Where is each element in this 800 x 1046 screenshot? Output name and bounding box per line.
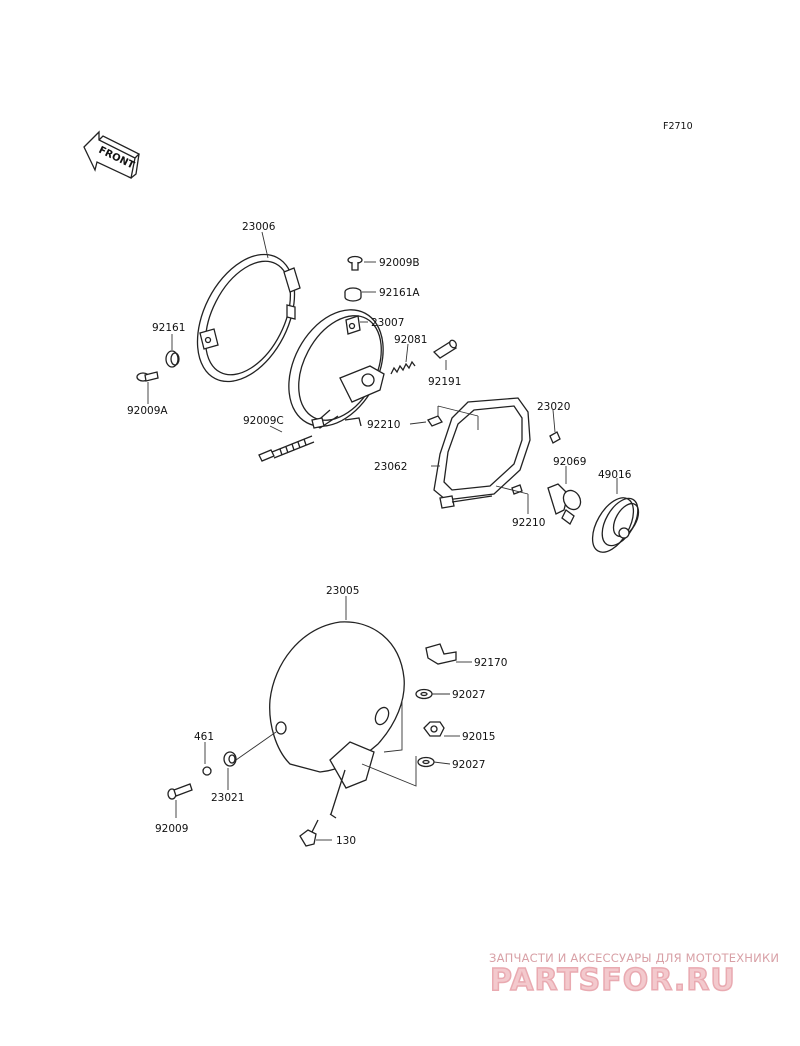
headlight-rim-23006 [196, 253, 301, 383]
label-92009: 92009 [155, 823, 188, 835]
label-92161A: 92161A [379, 287, 420, 299]
label-23062: 23062 [374, 461, 407, 473]
label-92009C: 92009C [243, 415, 284, 427]
nut-461 [202, 766, 212, 776]
spring-92081 [390, 360, 416, 375]
frame-23062 [433, 397, 561, 509]
screw-92009 [167, 783, 193, 800]
label-92015: 92015 [462, 731, 495, 743]
bolt-92009C [258, 435, 315, 462]
headlight-shell-23005 [269, 621, 405, 819]
label-23006: 23006 [242, 221, 276, 233]
bolt-130 [299, 819, 319, 847]
clip-92210-lower [511, 484, 523, 495]
grommet-92161A [344, 287, 362, 302]
label-92170: 92170 [474, 657, 507, 669]
washer-92027-lower [417, 756, 435, 768]
label-92081: 92081 [394, 334, 427, 346]
label-92161: 92161 [152, 322, 185, 334]
label-23021: 23021 [211, 792, 244, 804]
watermark-logo: PARTSFOR.RU [489, 962, 736, 999]
label-130: 130 [336, 835, 356, 847]
label-92027-upper: 92027 [452, 689, 485, 701]
grommet-92161 [165, 350, 180, 368]
washer-92027-upper [415, 688, 433, 700]
clip-92210-upper [427, 415, 443, 427]
label-92009A: 92009A [127, 405, 168, 417]
watermark-tagline: ЗАПЧАСТИ И АКСЕССУАРЫ ДЛЯ МОТОТЕХНИКИ [489, 951, 780, 965]
collar-23021 [223, 751, 237, 767]
boot-49016 [591, 497, 640, 553]
headlight-housing-23007 [288, 309, 385, 429]
clamp-92170 [425, 643, 457, 665]
nut-92015 [423, 721, 445, 737]
screw-92009A [136, 371, 159, 382]
tube-92191 [432, 339, 458, 359]
bulb-92069 [547, 483, 582, 525]
front-arrow-icon: FRONT [83, 130, 141, 179]
label-92210-upper: 92210 [367, 419, 400, 431]
label-23005: 23005 [326, 585, 359, 597]
label-461: 461 [194, 731, 214, 743]
label-92210-lower: 92210 [512, 517, 545, 529]
label-92191: 92191 [428, 376, 461, 388]
label-92027-lower: 92027 [452, 759, 485, 771]
screw-92009B [347, 255, 363, 271]
figure-code: F2710 [663, 121, 693, 132]
label-92009B: 92009B [379, 257, 420, 269]
label-49016: 49016 [598, 469, 632, 481]
label-23020: 23020 [537, 401, 570, 413]
label-92069: 92069 [553, 456, 586, 468]
label-23007: 23007 [371, 317, 404, 329]
